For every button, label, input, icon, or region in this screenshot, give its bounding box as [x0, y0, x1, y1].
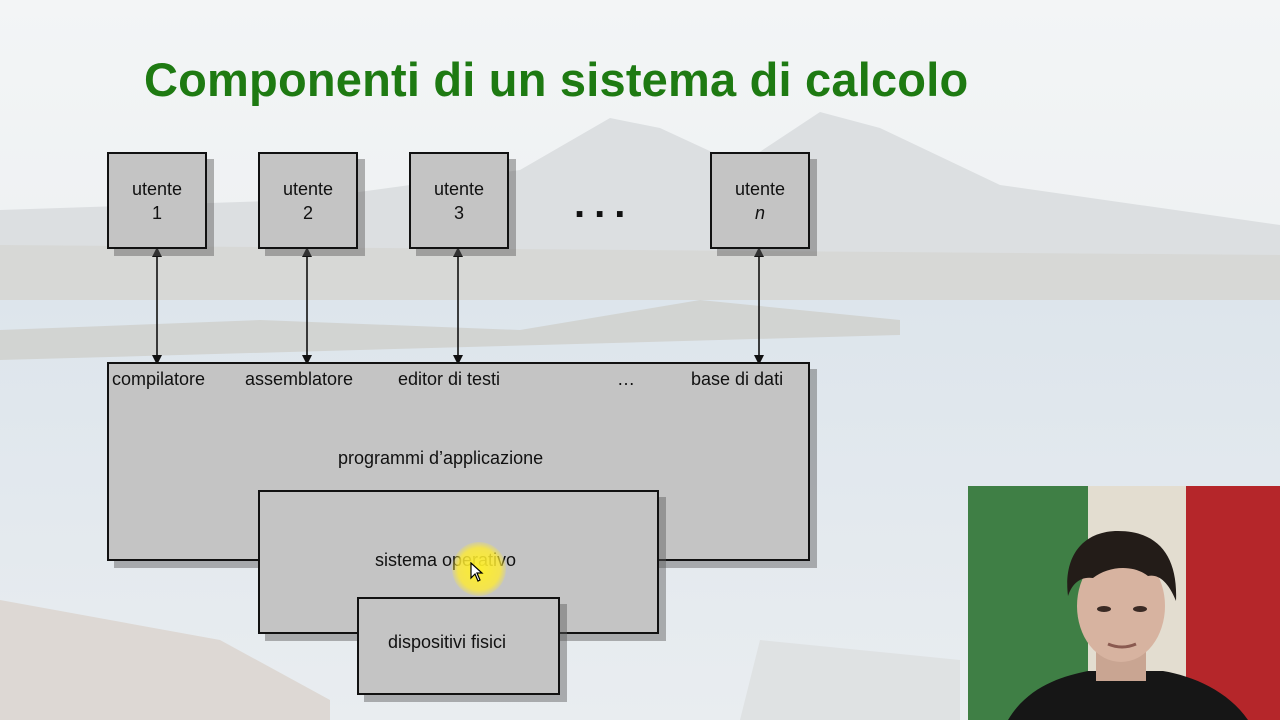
user-box-label: utente: [433, 178, 485, 199]
program-assemblatore: assemblatore: [245, 369, 354, 389]
program-ellipsis: …: [617, 369, 635, 389]
hardware-box: [357, 597, 560, 695]
application-programs-label: programmi d’applicazione: [338, 448, 544, 468]
user-box-3: utente 3: [409, 152, 509, 249]
slide-title: Componenti di un sistema di calcolo: [144, 53, 969, 106]
presenter-video-frame: [968, 486, 1280, 720]
users-ellipsis: ...: [574, 182, 635, 226]
hardware-label: dispositivi fisici: [388, 632, 507, 652]
user-box-label: utente: [131, 178, 183, 199]
presenter-webcam: [968, 486, 1280, 720]
user-box-2: utente 2: [258, 152, 358, 249]
user-box-label: utente: [734, 178, 786, 199]
user-box-label: utente: [282, 178, 334, 199]
program-editor: editor di testi: [398, 369, 501, 389]
program-database: base di dati: [691, 369, 784, 389]
user-box-number: 1: [151, 202, 162, 223]
program-compilatore: compilatore: [112, 369, 206, 389]
user-box-number: n: [754, 202, 765, 223]
cursor-highlight: [452, 542, 506, 596]
user-box-number: 3: [453, 202, 464, 223]
mouse-pointer-icon: [470, 562, 484, 582]
user-box-1: utente 1: [107, 152, 207, 249]
user-box-n: utente n: [710, 152, 810, 249]
user-box-number: 2: [302, 202, 313, 223]
